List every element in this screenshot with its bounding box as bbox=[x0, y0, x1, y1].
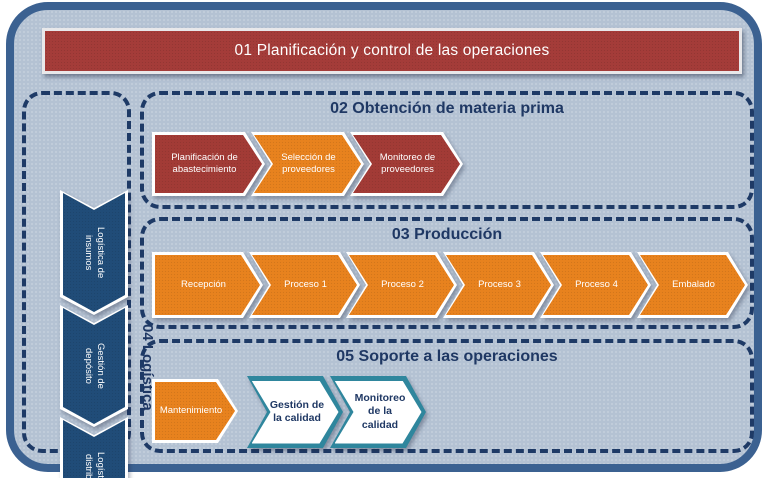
section-production: 03 Producción Recepción Proceso 1 Proces… bbox=[140, 217, 754, 329]
step-label: Proceso 3 bbox=[478, 279, 521, 291]
step-label: Mantenimiento bbox=[159, 405, 223, 417]
step-monitoreo-proveedores: Monitoreo de proveedores bbox=[350, 132, 463, 196]
banner-label: 01 Planificación y control de las operac… bbox=[234, 42, 550, 59]
section-support-title: 05 Soporte a las operaciones bbox=[336, 348, 558, 365]
step-label: Monitoreo de la calidad bbox=[354, 392, 406, 431]
step-proceso-4: Proceso 4 bbox=[540, 252, 651, 318]
section-raw-materials: 02 Obtención de materia prima Planificac… bbox=[140, 91, 754, 209]
quality-steps: Gestión de la calidad Monitoreo de la ca… bbox=[247, 376, 426, 448]
step-label: Monitoreo de proveedores bbox=[379, 152, 436, 175]
logistics-step-label: Gestión de depósito bbox=[83, 343, 106, 389]
step-label: Proceso 4 bbox=[575, 279, 618, 291]
step-proceso-3: Proceso 3 bbox=[443, 252, 554, 318]
step-monitoreo-calidad: Monitoreo de la calidad bbox=[330, 376, 426, 448]
step-seleccion-proveedores: Selección de proveedores bbox=[251, 132, 364, 196]
step-label: Proceso 1 bbox=[284, 279, 327, 291]
step-label: Gestión de la calidad bbox=[269, 398, 325, 424]
step-label: Planificación de abastecimiento bbox=[171, 152, 238, 175]
step-mantenimiento: Mantenimiento bbox=[152, 379, 238, 443]
step-label: Embalado bbox=[672, 279, 715, 291]
logistics-step-label: Logística de distribución bbox=[83, 452, 106, 478]
diagram-background-frame bbox=[6, 2, 762, 472]
logistics-chevron-column: Logística de insumos Gestión de depósito… bbox=[26, 95, 127, 449]
section-production-title: 03 Producción bbox=[391, 226, 503, 243]
logistics-panel: Logística de insumos Gestión de depósito… bbox=[22, 91, 156, 453]
step-label: Recepción bbox=[181, 279, 226, 291]
banner-planning-control: 01 Planificación y control de las operac… bbox=[42, 28, 742, 74]
step-planificacion-abastecimiento: Planificación de abastecimiento bbox=[152, 132, 265, 196]
step-label: Selección de proveedores bbox=[281, 152, 336, 175]
section-raw-materials-title: 02 Obtención de materia prima bbox=[330, 100, 564, 117]
step-label: Proceso 2 bbox=[381, 279, 424, 291]
step-gestion-calidad: Gestión de la calidad bbox=[247, 376, 343, 448]
step-proceso-1: Proceso 1 bbox=[249, 252, 360, 318]
raw-materials-steps: Planificación de abastecimiento Selecció… bbox=[152, 132, 463, 196]
logistics-step-insumos: Logística de insumos bbox=[60, 190, 128, 315]
logistics-step-deposito: Gestión de depósito bbox=[60, 305, 128, 427]
logistics-step-label: Logística de insumos bbox=[83, 226, 106, 279]
section-support: 05 Soporte a las operaciones Mantenimien… bbox=[140, 339, 754, 453]
step-recepcion: Recepción bbox=[152, 252, 263, 318]
step-proceso-2: Proceso 2 bbox=[346, 252, 457, 318]
step-embalado: Embalado bbox=[637, 252, 748, 318]
production-steps: Recepción Proceso 1 Proceso 2 Proceso 3 … bbox=[152, 252, 748, 318]
